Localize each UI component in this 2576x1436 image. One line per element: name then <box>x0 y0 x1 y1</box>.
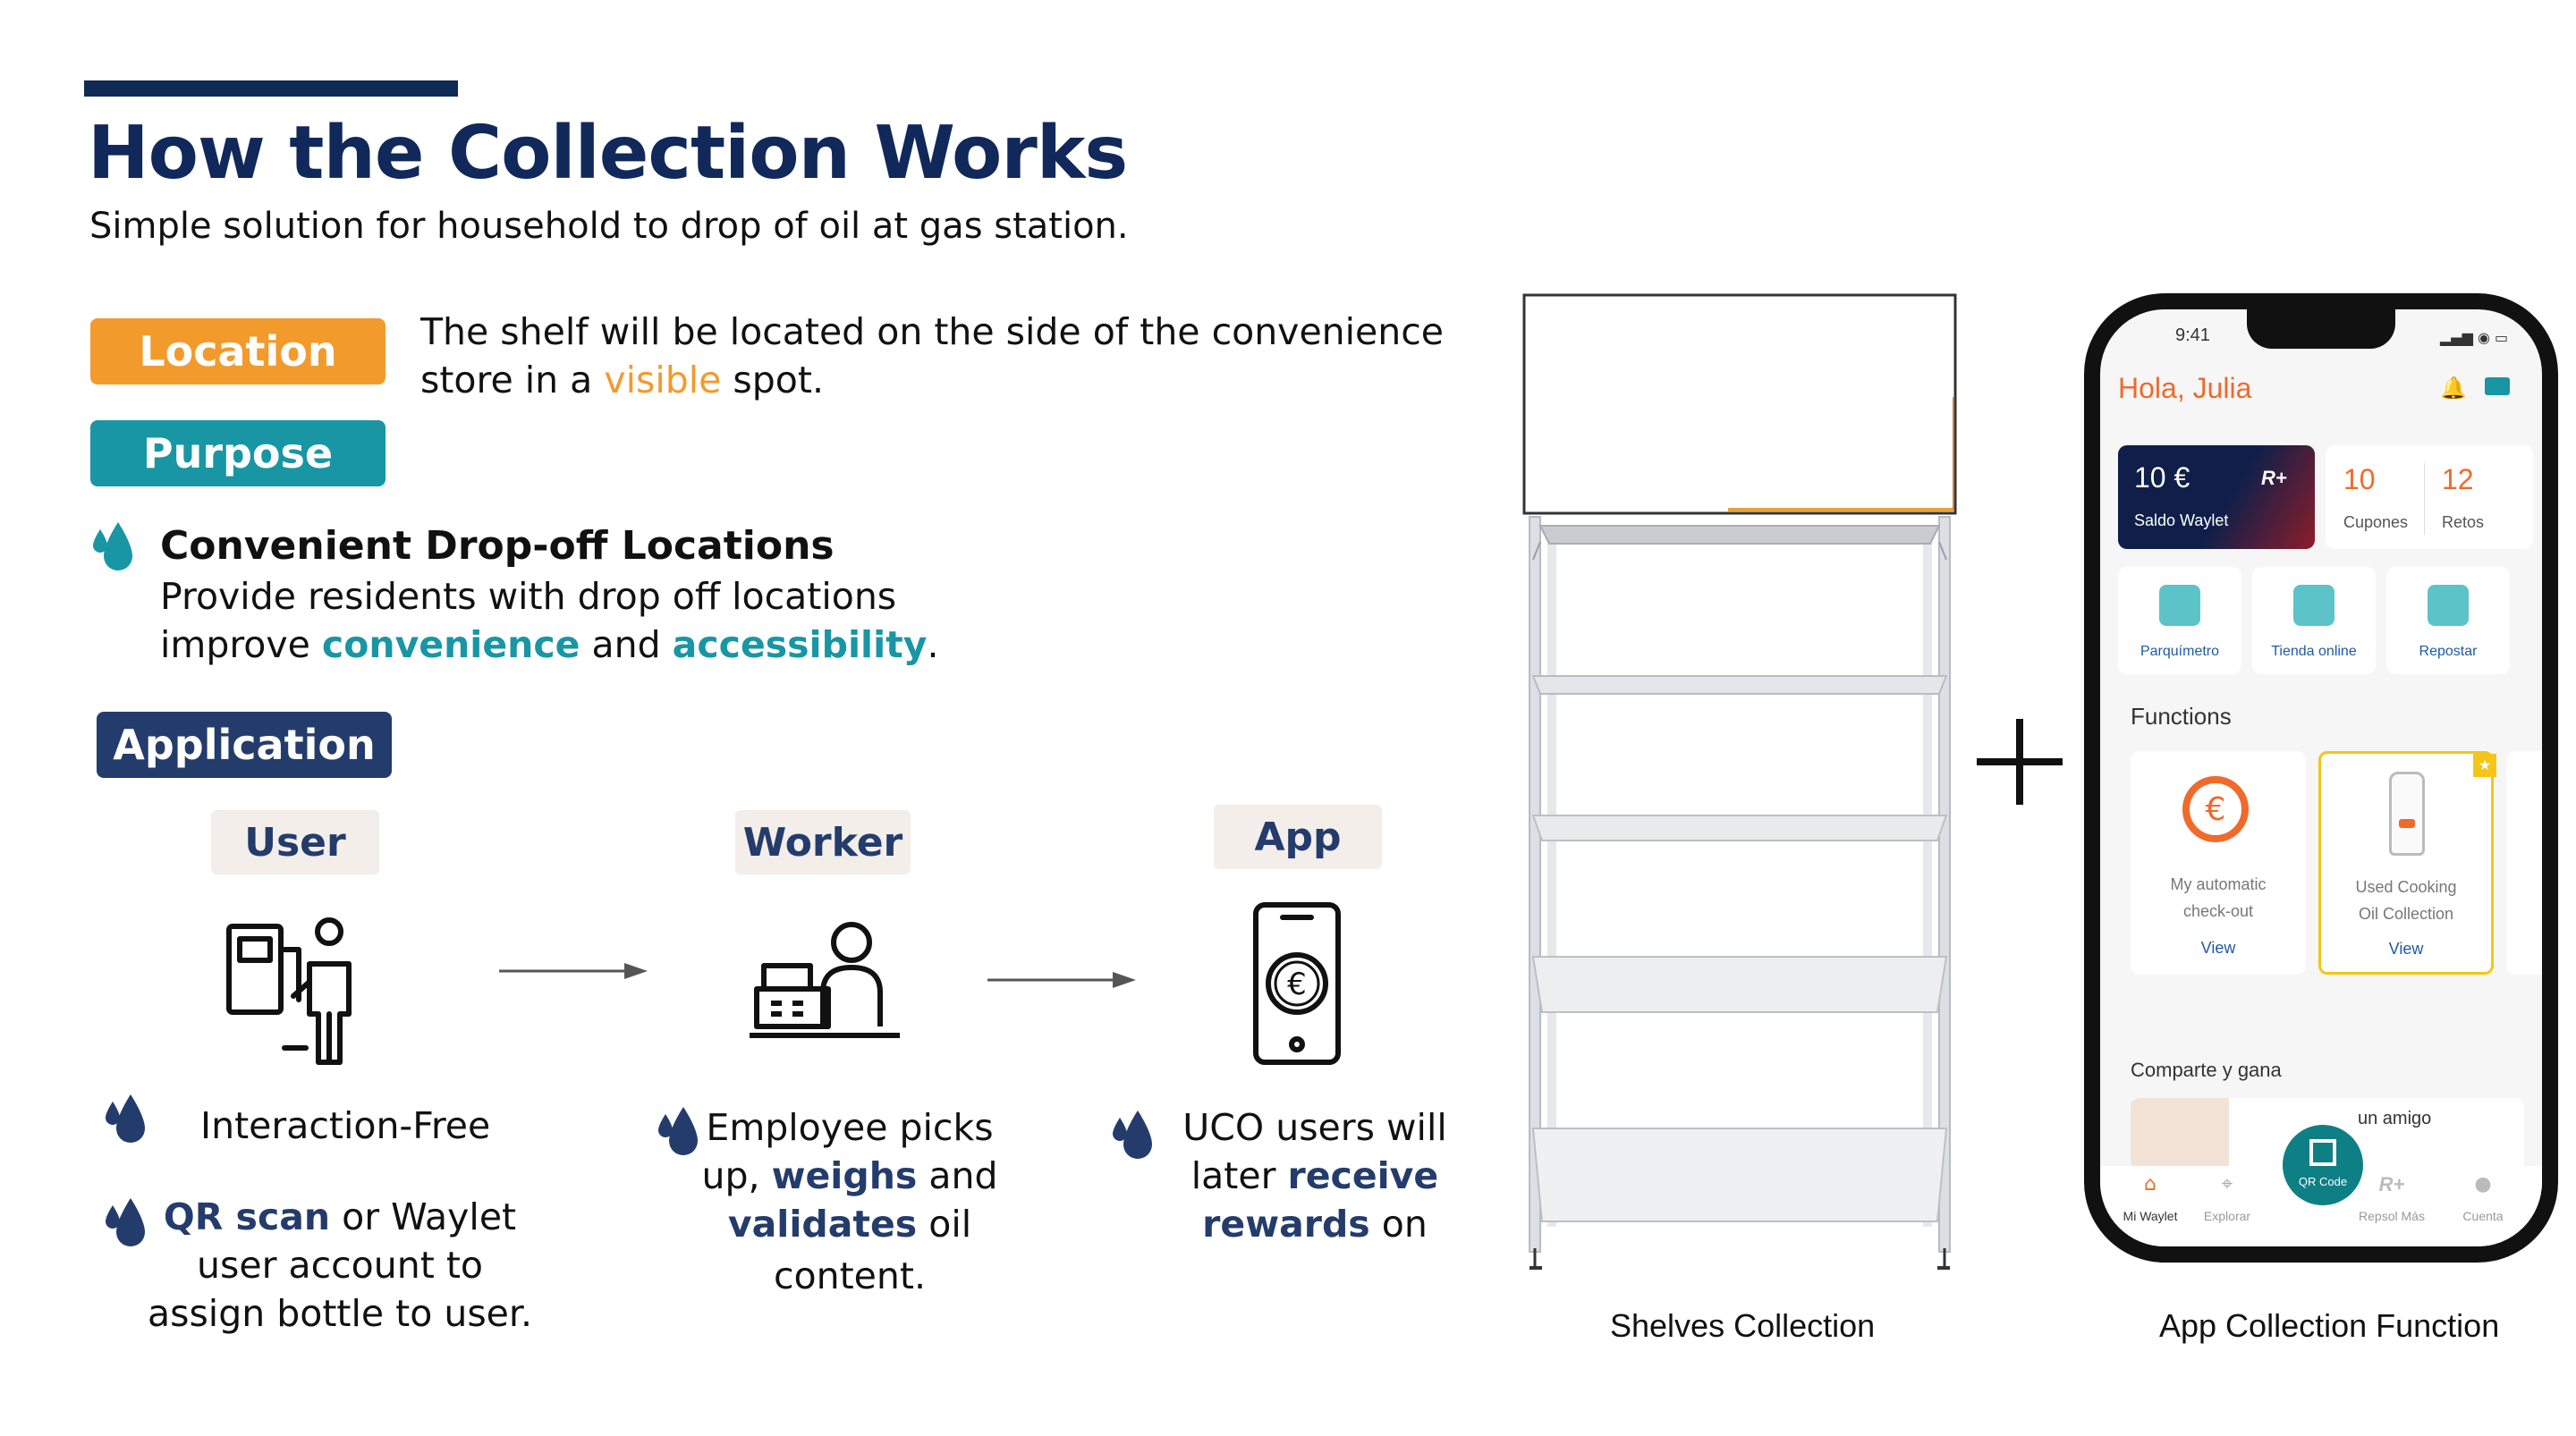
nav-explorar[interactable]: Explorar <box>2203 1209 2251 1223</box>
shortcut-parquimetro[interactable]: Parquímetro <box>2118 567 2241 674</box>
validates-highlight: validates <box>727 1203 918 1246</box>
cupones-count: 10 <box>2343 463 2376 495</box>
drop-icon <box>106 1198 145 1246</box>
drop-icon <box>106 1094 145 1143</box>
shortcut-tienda-online[interactable]: Tienda online <box>2252 567 2376 674</box>
application-label: Application <box>113 721 376 769</box>
visible-highlight: visible <box>604 359 722 401</box>
repsol-plus-nav-logo[interactable]: R+ <box>2378 1173 2405 1195</box>
balance-label: Saldo Waylet <box>2134 511 2229 529</box>
function-card-partial <box>2506 751 2542 975</box>
purpose-badge: Purpose <box>90 420 386 486</box>
parking-icon <box>2159 585 2200 626</box>
nav-cuenta[interactable]: Cuenta <box>2462 1209 2504 1223</box>
rewards-highlight: rewards <box>1202 1203 1370 1246</box>
waylet-balance-card[interactable]: 10 € R+ Saldo Waylet <box>2118 445 2315 549</box>
drop-icon <box>93 522 132 570</box>
plus-icon <box>1977 719 2063 805</box>
view-link[interactable]: View <box>2200 939 2236 957</box>
location-badge: Location <box>90 318 386 384</box>
app-description: UCO users will later receive rewards on <box>1182 1106 1447 1246</box>
cashier-worker-icon <box>750 922 900 1038</box>
worker-description: Employee picks up, weighs and validates … <box>701 1106 998 1297</box>
counters-card: 10 Cupones 12 Retos <box>2326 445 2533 549</box>
shelves-caption: Shelves Collection <box>1610 1307 1876 1344</box>
worker-tag: Worker <box>735 810 911 874</box>
phone-screen: 9:41 ▂▄▆ ◉ ▭ Hola, Julia 🔔 10 € R+ Saldo… <box>2100 309 2542 1246</box>
bell-icon[interactable]: 🔔 <box>2440 376 2467 401</box>
signal-wifi-battery-icon: ▂▄▆ ◉ ▭ <box>2440 329 2509 346</box>
location-pin-icon[interactable]: ⌖ <box>2221 1173 2233 1195</box>
user-point-2: QR scan or Waylet user account to assign… <box>147 1195 533 1335</box>
purpose-line-2: improve convenience and accessibility. <box>160 623 939 666</box>
arrow-user-to-worker <box>499 963 648 979</box>
retos-label[interactable]: Retos <box>2442 513 2485 531</box>
app-caption: App Collection Function <box>2159 1307 2500 1344</box>
drop-icon <box>658 1107 698 1155</box>
user-icon[interactable]: ● <box>2474 1173 2492 1195</box>
location-line-1: The shelf will be located on the side of… <box>420 310 1445 353</box>
share-text: un amigo <box>2358 1109 2432 1128</box>
euro-coin-icon: € <box>2182 776 2249 842</box>
shelf-illustration <box>1522 293 1957 1270</box>
user-tag: User <box>211 810 379 874</box>
app-tag: App <box>1214 805 1382 869</box>
location-line-2: store in a visible spot. <box>420 359 824 401</box>
nav-mi-waylet[interactable]: Mi Waylet <box>2123 1209 2178 1223</box>
shopping-bag-icon <box>2293 585 2334 626</box>
convenience-highlight: convenience <box>321 623 580 666</box>
purpose-heading: Convenient Drop-off Locations <box>160 523 835 569</box>
balance-amount: 10 € <box>2134 461 2190 494</box>
location-description: The shelf will be located on the side of… <box>420 308 1444 404</box>
status-time: 9:41 <box>2175 325 2210 345</box>
weighs-highlight: weighs <box>771 1154 918 1197</box>
purpose-label: Purpose <box>142 429 334 477</box>
title-accent-bar <box>84 80 458 97</box>
cupones-label[interactable]: Cupones <box>2343 513 2409 531</box>
qr-scan-highlight: QR scan <box>163 1195 331 1238</box>
functions-title: Functions <box>2131 703 2232 730</box>
function-uco-collection[interactable]: ★ Used Cooking Oil Collection View <box>2318 751 2496 975</box>
bottom-nav: ⌂ Mi Waylet ⌖ Explorar R+ Repsol Más ● C… <box>2100 1166 2542 1246</box>
phone-euro-icon: € <box>1253 902 1341 1065</box>
purpose-line-1: Provide residents with drop off location… <box>160 575 897 618</box>
purpose-description: Provide residents with drop off location… <box>160 572 939 669</box>
qr-code-button[interactable]: QR Code <box>2283 1125 2363 1205</box>
fuel-pump-icon <box>2428 585 2469 626</box>
view-link[interactable]: View <box>2388 940 2424 958</box>
home-icon[interactable]: ⌂ <box>2144 1173 2157 1195</box>
phone-notch <box>2247 309 2395 349</box>
page-subtitle: Simple solution for household to drop of… <box>89 206 1129 247</box>
accessibility-highlight: accessibility <box>672 623 928 666</box>
ticket-icon[interactable] <box>2485 377 2510 395</box>
phone-frame: 9:41 ▂▄▆ ◉ ▭ Hola, Julia 🔔 10 € R+ Saldo… <box>2084 293 2558 1263</box>
drop-icon <box>1113 1111 1152 1159</box>
receive-highlight: receive <box>1287 1154 1439 1197</box>
nav-repsol-mas[interactable]: Repsol Más <box>2359 1209 2425 1223</box>
greeting: Hola, Julia <box>2118 372 2252 404</box>
divider <box>2424 463 2425 535</box>
application-badge: Application <box>97 712 392 778</box>
function-automatic-checkout[interactable]: € My automatic check-out View <box>2131 751 2306 975</box>
oil-bottle-icon <box>2389 772 2425 856</box>
svg-text:€: € <box>1287 967 1307 1002</box>
retos-count: 12 <box>2442 463 2474 495</box>
gas-pump-user-icon <box>226 917 352 1065</box>
arrow-worker-to-app <box>987 972 1136 988</box>
star-icon: ★ <box>2473 754 2496 777</box>
user-point-1: Interaction-Free <box>200 1104 491 1147</box>
share-title: Comparte y gana <box>2131 1059 2282 1081</box>
repsol-plus-logo: R+ <box>2261 467 2287 489</box>
location-label: Location <box>139 327 337 376</box>
shortcut-repostar[interactable]: Repostar <box>2386 567 2510 674</box>
qr-code-icon <box>2309 1139 2336 1166</box>
page-title: How the Collection Works <box>88 111 1128 196</box>
